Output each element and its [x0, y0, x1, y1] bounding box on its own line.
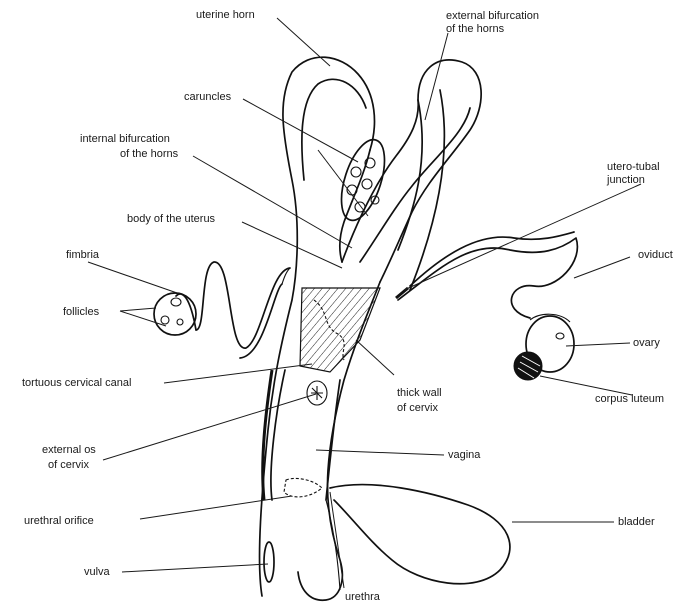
right-oviduct [396, 232, 577, 318]
label-external-os-line2: of cervix [48, 459, 89, 471]
cervix-hatched [300, 288, 380, 372]
label-thick-wall-line2: of cervix [397, 402, 438, 414]
left-ovary [154, 293, 196, 335]
label-bladder: bladder [618, 516, 655, 528]
label-caruncles: caruncles [184, 91, 232, 103]
right-ovary [514, 314, 574, 380]
label-internal-bifurcation-line1: internal bifurcation [80, 133, 170, 145]
uterus-outline [260, 57, 482, 600]
vagina-region [263, 370, 340, 582]
label-utero-tubal-line2: junction [606, 174, 645, 186]
label-fimbria: fimbria [66, 249, 100, 261]
label-utero-tubal-line1: utero-tubal [607, 161, 660, 173]
label-tortuous-cervical-canal: tortuous cervical canal [22, 377, 131, 389]
label-urethra: urethra [345, 591, 381, 603]
label-external-bifurcation-line2: of the horns [446, 23, 505, 35]
label-internal-bifurcation-line2: of the horns [120, 148, 179, 160]
label-thick-wall-line1: thick wall [397, 387, 442, 399]
label-vulva: vulva [84, 566, 111, 578]
label-external-os-line1: external os [42, 444, 96, 456]
label-body-of-uterus: body of the uterus [127, 213, 216, 225]
label-vagina: vagina [448, 449, 481, 461]
label-corpus-luteum: corpus luteum [595, 393, 664, 405]
label-ovary: ovary [633, 337, 660, 349]
bladder [326, 485, 510, 590]
label-follicles: follicles [63, 306, 100, 318]
left-oviduct [176, 262, 290, 358]
label-oviduct: oviduct [638, 249, 673, 261]
label-external-bifurcation-line1: external bifurcation [446, 10, 539, 22]
label-uterine-horn: uterine horn [196, 9, 255, 21]
label-urethral-orifice: urethral orifice [24, 515, 94, 527]
